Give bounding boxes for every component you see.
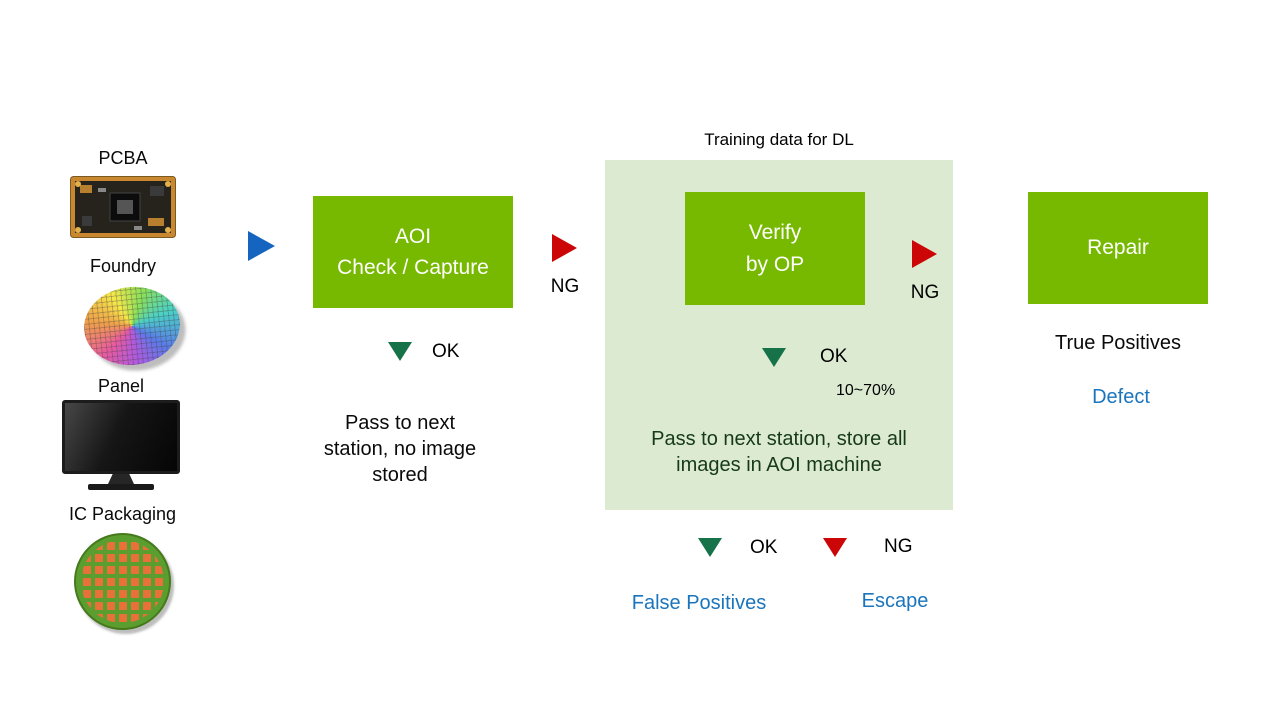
verify-ok-label: OK [820,346,848,367]
aoi-title-line1: AOI [394,224,432,248]
ic-wafer-icon [74,533,171,630]
repair-title: Repair [1087,236,1149,260]
verify-title-line2: by OP [745,252,805,276]
aoi-ng-arrow-icon [552,234,577,262]
pcb-board-icon [70,176,176,238]
foundry-label: Foundry [89,256,157,276]
monitor-stand-base [88,484,154,490]
aoi-check-capture-box: AOI Check / Capture [313,196,513,308]
aoi-ok-label: OK [432,341,460,362]
escape-label: Escape [861,590,929,612]
flow-arrow-blue-icon [248,231,275,261]
outcome-ok-label: OK [750,537,778,558]
verify-ng-label: NG [910,282,940,303]
outcome-ng-arrow-icon [823,538,847,557]
repair-box: Repair [1028,192,1208,304]
verify-ok-arrow-icon [762,348,786,367]
aoi-ng-label: NG [550,276,580,297]
monitor-screen [62,400,180,474]
defect-label: Defect [1092,386,1150,408]
display-monitor-icon [62,400,180,490]
training-data-label: Training data for DL [704,130,854,149]
monitor-stand-neck [108,474,134,484]
outcome-ok-arrow-icon [698,538,722,557]
verify-ok-rate: 10~70% [836,382,896,399]
verify-title-line1: Verify [748,221,802,244]
verify-by-op-box: Verify by OP [685,192,865,305]
ic-packaging-label: IC Packaging [68,504,177,524]
pcba-label: PCBA [98,148,148,168]
verify-ng-arrow-icon [912,240,937,268]
panel-label: Panel [97,376,145,396]
verify-pass-text: Pass to next station, store all images i… [651,428,907,476]
false-positives-label: False Positives [631,592,767,614]
true-positives-label: True Positives [1055,332,1181,354]
aoi-title-line2: Check / Capture [337,256,489,279]
aoi-pass-text: Pass to next station, no image stored [323,412,477,486]
silicon-wafer-icon [80,282,184,370]
outcome-ng-label: NG [884,536,913,557]
aoi-ok-arrow-icon [388,342,412,361]
